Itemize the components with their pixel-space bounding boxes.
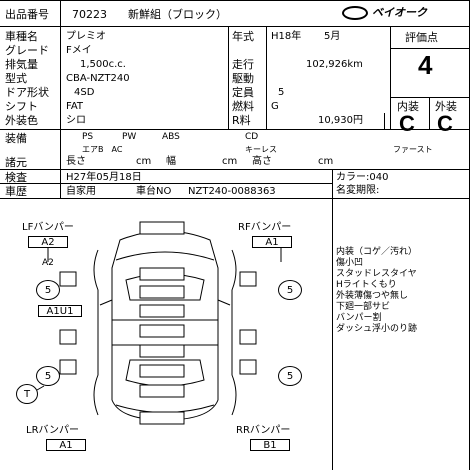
rr-bumper-code: B1 (250, 439, 290, 451)
rule (384, 113, 385, 129)
rule (390, 26, 391, 129)
interior-value: C (399, 111, 415, 136)
lot-number: 70223 (72, 8, 107, 21)
drive-label: 駆動 (232, 72, 254, 85)
note-line: 傷小凹 (336, 258, 364, 268)
rule (0, 0, 470, 1)
shift-value: FAT (66, 101, 84, 112)
logo-icon (342, 6, 368, 20)
equip-label: 装備 (5, 132, 27, 145)
year-label: 年式 (232, 30, 254, 43)
grade-value: Fメイ (66, 45, 92, 56)
shift-label: シフト (5, 100, 38, 113)
rule (0, 129, 470, 130)
seats-label: 定員 (232, 86, 254, 99)
recycle-label: R料 (232, 114, 251, 127)
exterior-label: 外装 (435, 100, 457, 113)
mileage-label: 走行 (232, 58, 254, 71)
chassis-label: 車台NO (136, 186, 172, 197)
equip-cd: CD (245, 132, 259, 142)
chassis-value: NZT240-0088363 (188, 186, 276, 197)
color-value: シロ (66, 115, 86, 126)
equip-keyless: キーレス (245, 145, 277, 154)
lf-bumper-label: LFバンパー (22, 222, 74, 233)
mileage-value: 102,926km (306, 59, 363, 70)
type-label: 型式 (5, 72, 27, 85)
name-value: プレミオ (66, 31, 106, 42)
dims-cm1: cm (136, 156, 152, 167)
page-title: 新鮮組（ブロック） (128, 8, 227, 21)
door-label: ドア形状 (5, 86, 49, 99)
dims-label: 諸元 (5, 156, 27, 169)
rule (0, 26, 470, 27)
note-line: ダッシュ浮小のり跡 (336, 324, 418, 334)
rule (266, 26, 267, 129)
rule (332, 169, 333, 470)
rule (0, 183, 332, 184)
dims-length: 長さ (66, 156, 86, 167)
door-damage-code: A1U1 (38, 305, 82, 317)
lr-bumper-label: LRバンパー (26, 425, 80, 436)
recycle-value: 10,930円 (318, 115, 363, 126)
fender-mark: A2 (42, 258, 54, 268)
cc-label: 排気量 (5, 58, 38, 71)
month-value: 5月 (324, 31, 341, 42)
inspection-value: H27年05月18日 (66, 172, 142, 183)
rule (0, 198, 470, 199)
cc-value: 1,500c.c. (80, 59, 126, 70)
type-value: CBA-NZT240 (66, 73, 130, 84)
equip-ps: PS (82, 132, 94, 142)
note-line: 下廻一部サビ (336, 302, 391, 312)
rule (0, 169, 470, 170)
note-line: 外装薄傷つや無し (336, 291, 409, 301)
year-value: H18年 (271, 31, 302, 42)
dims-width: 幅 (166, 156, 176, 167)
damage-circle: 5 (278, 280, 302, 300)
lf-bumper-code: A2 (28, 236, 68, 248)
name-label: 車種名 (5, 30, 38, 43)
rr-bumper-label: RRバンパー (236, 425, 291, 436)
history-label: 車歴 (5, 185, 27, 198)
rule (429, 97, 430, 129)
damage-circle: 5 (36, 366, 60, 386)
fuel-label: 燃料 (232, 100, 254, 113)
tire-mark: T (16, 384, 38, 404)
color-code: カラー:040 (336, 172, 389, 183)
rule (228, 26, 229, 129)
equip-abs: ABS (162, 132, 180, 142)
dims-cm3: cm (318, 156, 334, 167)
logo-text: ベイオーク (372, 7, 427, 19)
score-value: 4 (418, 50, 433, 80)
note-line: バンパー割 (336, 313, 382, 323)
equip-first: ファースト (393, 145, 433, 154)
rule (390, 97, 470, 98)
name-change-deadline: 名変期限: (336, 185, 380, 196)
interior-label: 内装 (397, 100, 419, 113)
dims-height: 高さ (252, 156, 272, 167)
rule (390, 48, 470, 49)
rule (60, 0, 61, 198)
rf-bumper-label: RFバンパー (238, 222, 292, 233)
equip-pw: PW (122, 132, 137, 142)
grade-label: グレード (5, 44, 49, 57)
note-line: スタッドレスタイヤ (336, 269, 417, 279)
inspection-label: 検査 (5, 171, 27, 184)
fuel-value: G (271, 101, 279, 112)
history-value: 自家用 (66, 186, 96, 197)
damage-circle: 5 (278, 366, 302, 386)
door-value: 4SD (74, 87, 95, 98)
note-line: Hライトくもり (336, 280, 397, 290)
color-label: 外装色 (5, 114, 38, 127)
damage-circle: 5 (36, 280, 60, 300)
equip-ac: エアB AC (82, 145, 123, 154)
dims-cm2: cm (222, 156, 238, 167)
seats-value: 5 (278, 87, 285, 98)
lot-label: 出品番号 (5, 8, 49, 21)
note-line: 内装（コゲ／汚れ） (336, 247, 418, 257)
lr-bumper-code: A1 (46, 439, 86, 451)
score-label: 評価点 (405, 31, 438, 44)
exterior-value: C (437, 111, 453, 136)
rf-bumper-code: A1 (252, 236, 292, 248)
